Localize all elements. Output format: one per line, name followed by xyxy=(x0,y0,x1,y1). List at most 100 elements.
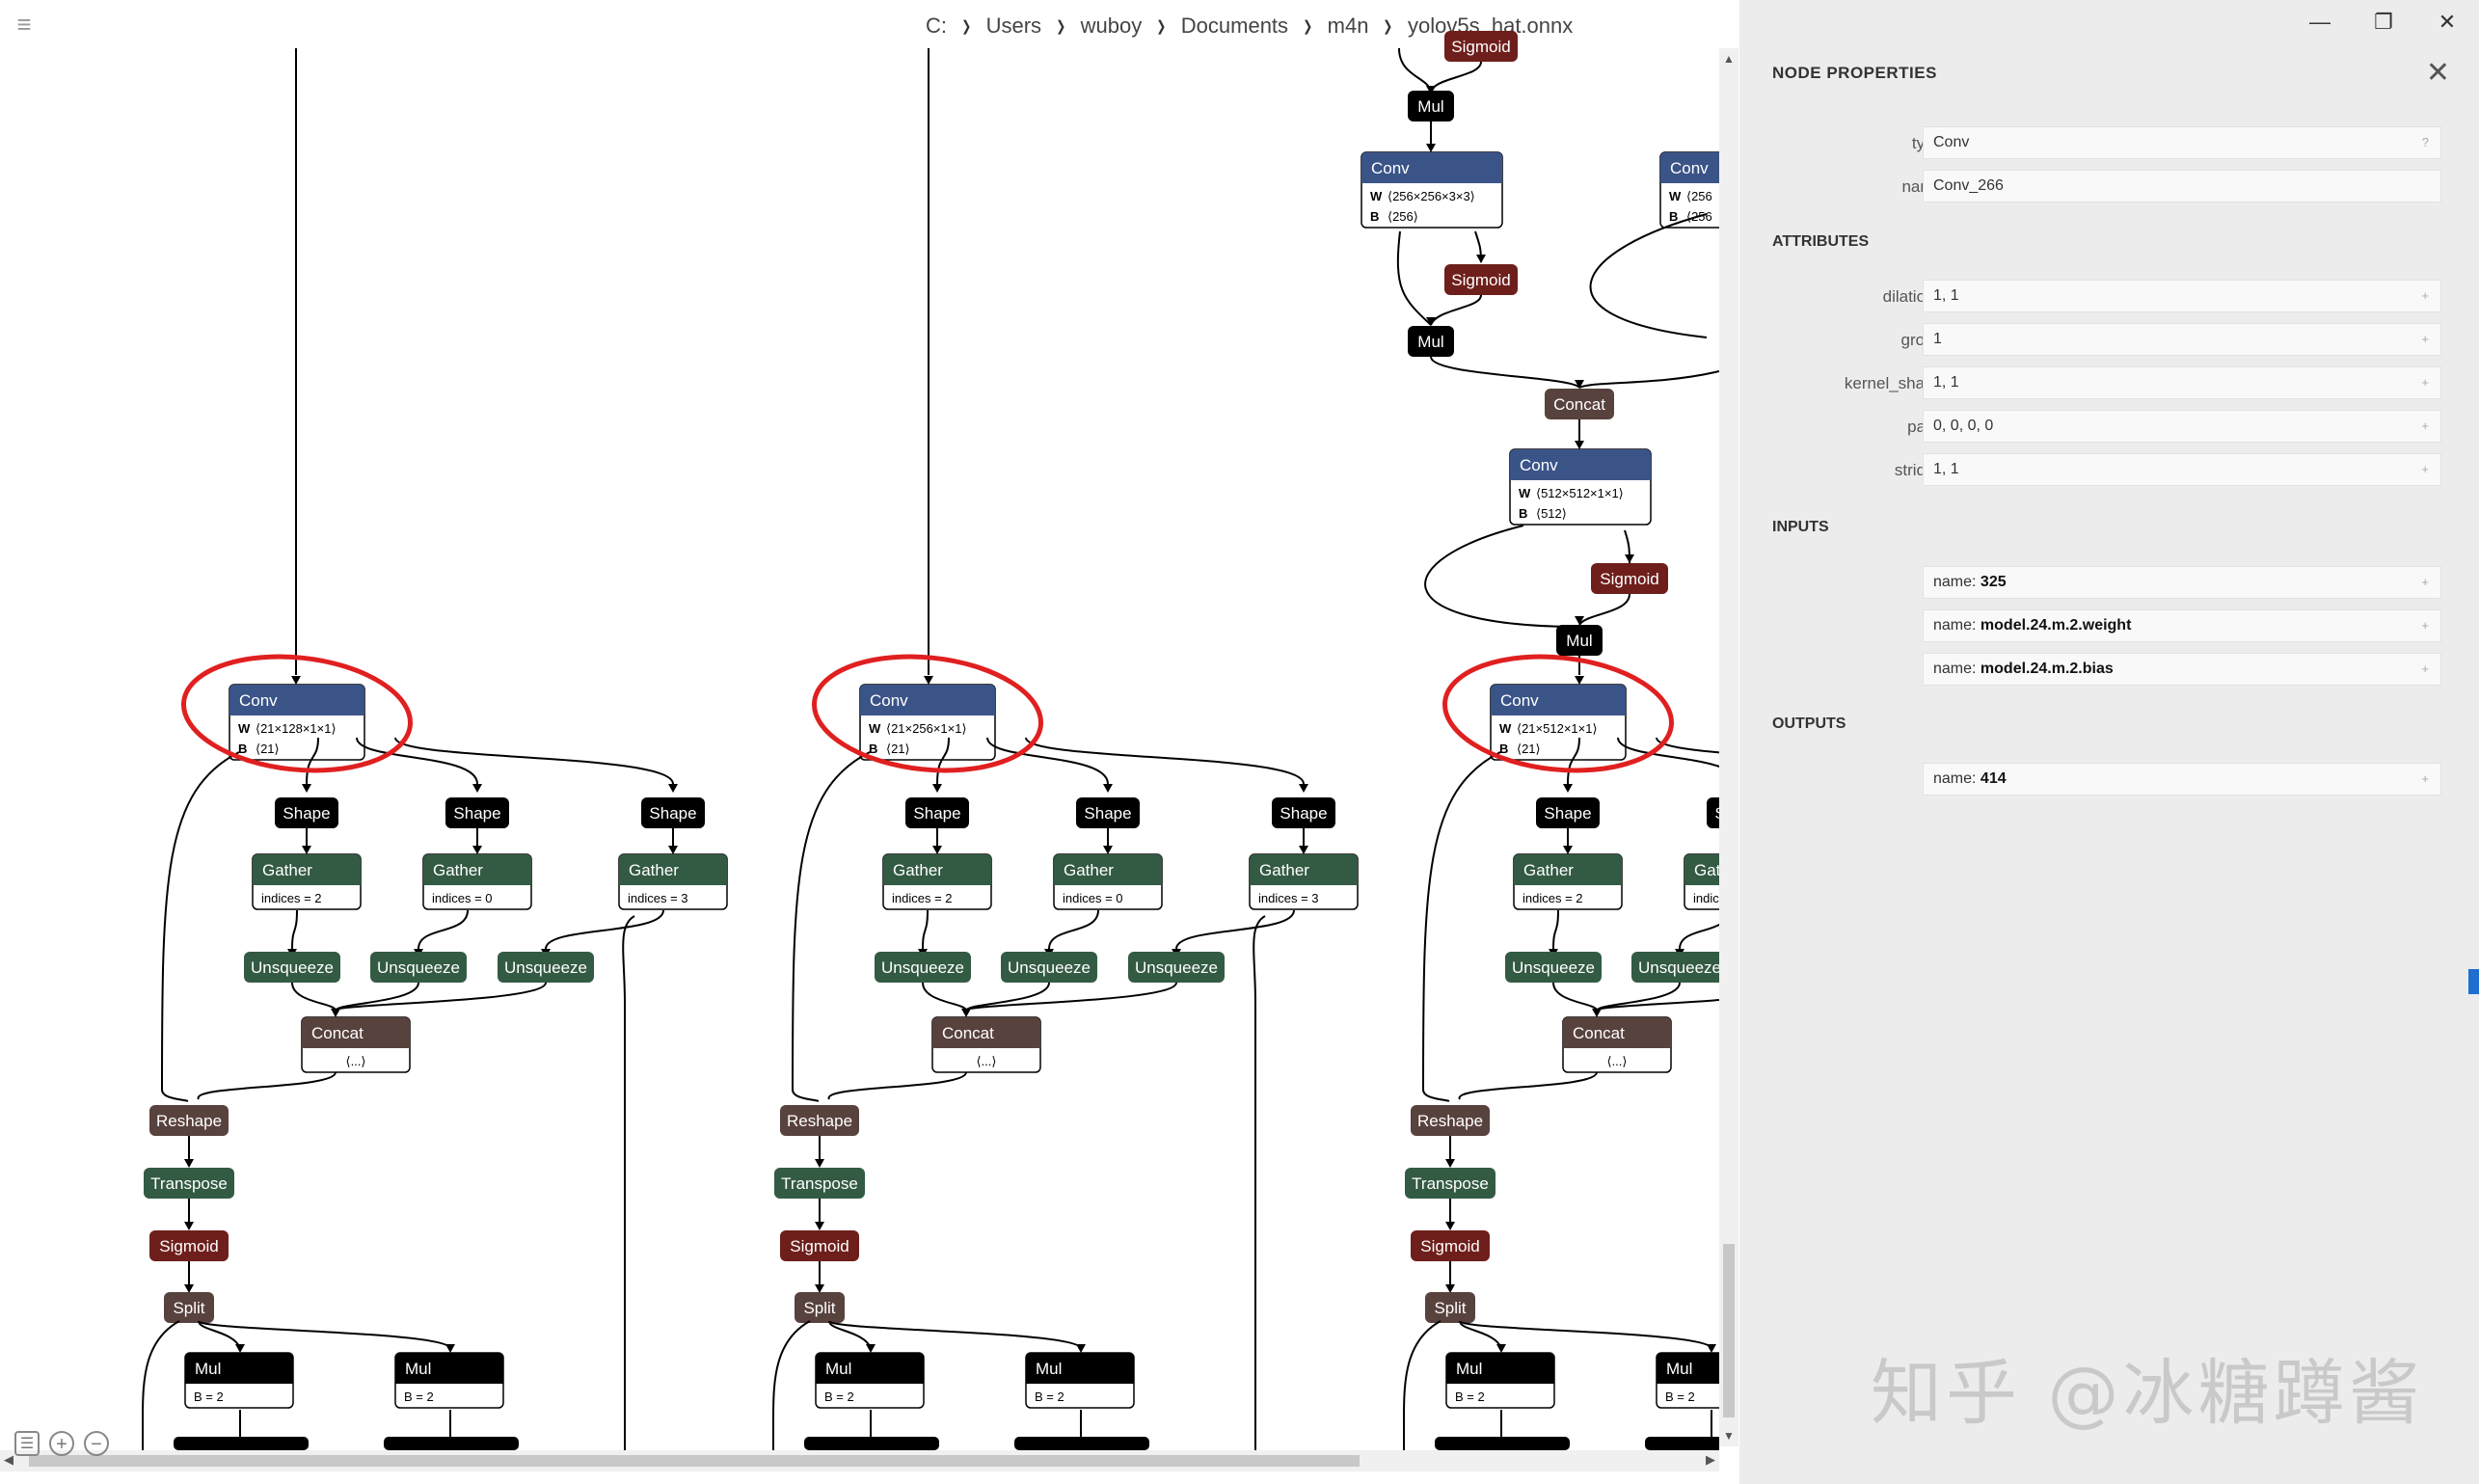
concat-node[interactable]: Concat⟨...⟩ xyxy=(931,1016,1041,1073)
shape-node[interactable]: Shape xyxy=(1272,797,1335,828)
property-value[interactable]: name: 325+ xyxy=(1923,566,2441,599)
mul-node[interactable]: Mul xyxy=(1408,91,1454,121)
unsqueeze-node[interactable]: Unsqueeze xyxy=(875,952,971,983)
breadcrumb-item[interactable]: C: xyxy=(926,13,947,38)
sigmoid-node[interactable]: Sigmoid xyxy=(1444,264,1518,295)
close-icon[interactable]: ✕ xyxy=(2425,57,2450,89)
split-node[interactable]: Split xyxy=(164,1292,214,1323)
property-value[interactable]: 1, 1+ xyxy=(1923,453,2441,486)
sigmoid-node[interactable]: Sigmoid xyxy=(149,1230,229,1261)
reshape-node[interactable]: Reshape xyxy=(149,1105,229,1136)
scroll-right-icon[interactable]: ▶ xyxy=(1706,1452,1715,1467)
horizontal-scrollbar[interactable]: ◀ ▶ xyxy=(0,1450,1719,1471)
property-value[interactable]: 1, 1+ xyxy=(1923,366,2441,399)
expand-icon[interactable]: + xyxy=(2421,418,2429,433)
breadcrumb-item[interactable]: m4n xyxy=(1327,13,1369,38)
property-value[interactable]: name: model.24.m.2.bias+ xyxy=(1923,653,2441,686)
transpose-node[interactable]: Transpose xyxy=(774,1168,865,1199)
horizontal-scroll-thumb[interactable] xyxy=(29,1455,1360,1467)
scroll-up-icon[interactable]: ▲ xyxy=(1723,52,1735,66)
sigmoid-node[interactable]: Sigmoid xyxy=(1444,31,1518,62)
shape-node[interactable]: Shape xyxy=(445,797,509,828)
property-value[interactable]: name: 414+ xyxy=(1923,763,2441,796)
expand-icon[interactable]: + xyxy=(2421,332,2429,346)
sigmoid-node[interactable]: Sigmoid xyxy=(780,1230,859,1261)
vertical-scrollbar[interactable]: ▲ ▼ xyxy=(1719,48,1738,1446)
unsqueeze-node[interactable]: Unsqueeze xyxy=(244,952,340,983)
expand-icon[interactable]: + xyxy=(2421,288,2429,303)
zoom-out-icon[interactable]: − xyxy=(84,1431,109,1456)
type-value[interactable]: Conv? xyxy=(1923,126,2441,159)
unsqueeze-node[interactable]: Unsqueeze xyxy=(1631,952,1719,983)
unsqueeze-node[interactable]: Unsqueeze xyxy=(498,952,594,983)
name-value[interactable]: Conv_266 xyxy=(1923,170,2441,202)
split-node[interactable]: Split xyxy=(795,1292,845,1323)
concat-node[interactable]: Concat⟨...⟩ xyxy=(301,1016,411,1073)
mul-node[interactable]: Mul xyxy=(1408,326,1454,357)
breadcrumb-item[interactable]: Users xyxy=(985,13,1042,38)
concat-node[interactable]: Concat xyxy=(1545,389,1614,419)
list-icon[interactable]: ☰ xyxy=(14,1431,40,1456)
transpose-node[interactable]: Transpose xyxy=(144,1168,234,1199)
expand-icon[interactable]: + xyxy=(2421,375,2429,390)
help-icon[interactable]: ? xyxy=(2421,135,2429,149)
unsqueeze-node[interactable]: Unsqueeze xyxy=(370,952,467,983)
breadcrumb-item[interactable]: wuboy xyxy=(1080,13,1143,38)
expand-icon[interactable]: + xyxy=(2421,462,2429,476)
reshape-node[interactable]: Reshape xyxy=(1411,1105,1490,1136)
shape-node[interactable]: Shape xyxy=(1707,797,1719,828)
property-value[interactable]: 1, 1+ xyxy=(1923,280,2441,312)
shape-node[interactable]: Shape xyxy=(641,797,705,828)
shape-node[interactable]: Shape xyxy=(1536,797,1600,828)
concat-node[interactable]: Concat⟨...⟩ xyxy=(1562,1016,1672,1073)
expand-icon[interactable]: + xyxy=(2421,661,2429,676)
restore-icon[interactable]: ❐ xyxy=(2374,10,2393,34)
expand-icon[interactable]: + xyxy=(2421,618,2429,633)
sigmoid-node[interactable]: Sigmoid xyxy=(1591,563,1668,594)
sigmoid-node[interactable]: Sigmoid xyxy=(1411,1230,1490,1261)
reshape-node[interactable]: Reshape xyxy=(780,1105,859,1136)
unsqueeze-node[interactable]: Unsqueeze xyxy=(1505,952,1602,983)
mul-node[interactable]: Mul xyxy=(1556,625,1603,656)
property-value[interactable]: name: model.24.m.2.weight+ xyxy=(1923,609,2441,642)
transpose-node[interactable]: Transpose xyxy=(1405,1168,1495,1199)
scroll-left-icon[interactable]: ◀ xyxy=(4,1452,13,1467)
expand-icon[interactable]: + xyxy=(2421,771,2429,786)
shape-node[interactable]: Shape xyxy=(905,797,969,828)
window-close-icon[interactable]: ✕ xyxy=(2438,10,2457,34)
shape-node[interactable]: Shape xyxy=(1076,797,1140,828)
vertical-scroll-thumb[interactable] xyxy=(1723,1244,1735,1417)
menu-icon[interactable]: ≡ xyxy=(16,10,32,39)
split-node[interactable]: Split xyxy=(1425,1292,1475,1323)
unsqueeze-node[interactable]: Unsqueeze xyxy=(1128,952,1225,983)
zoom-in-icon[interactable]: + xyxy=(49,1431,74,1456)
shape-node[interactable]: Shape xyxy=(275,797,338,828)
minimize-icon[interactable]: — xyxy=(2309,10,2331,34)
expand-icon[interactable]: + xyxy=(2421,575,2429,589)
property-value[interactable]: 1+ xyxy=(1923,323,2441,356)
scroll-down-icon[interactable]: ▼ xyxy=(1723,1429,1735,1443)
unsqueeze-node[interactable]: Unsqueeze xyxy=(1001,952,1097,983)
property-value[interactable]: 0, 0, 0, 0+ xyxy=(1923,410,2441,443)
